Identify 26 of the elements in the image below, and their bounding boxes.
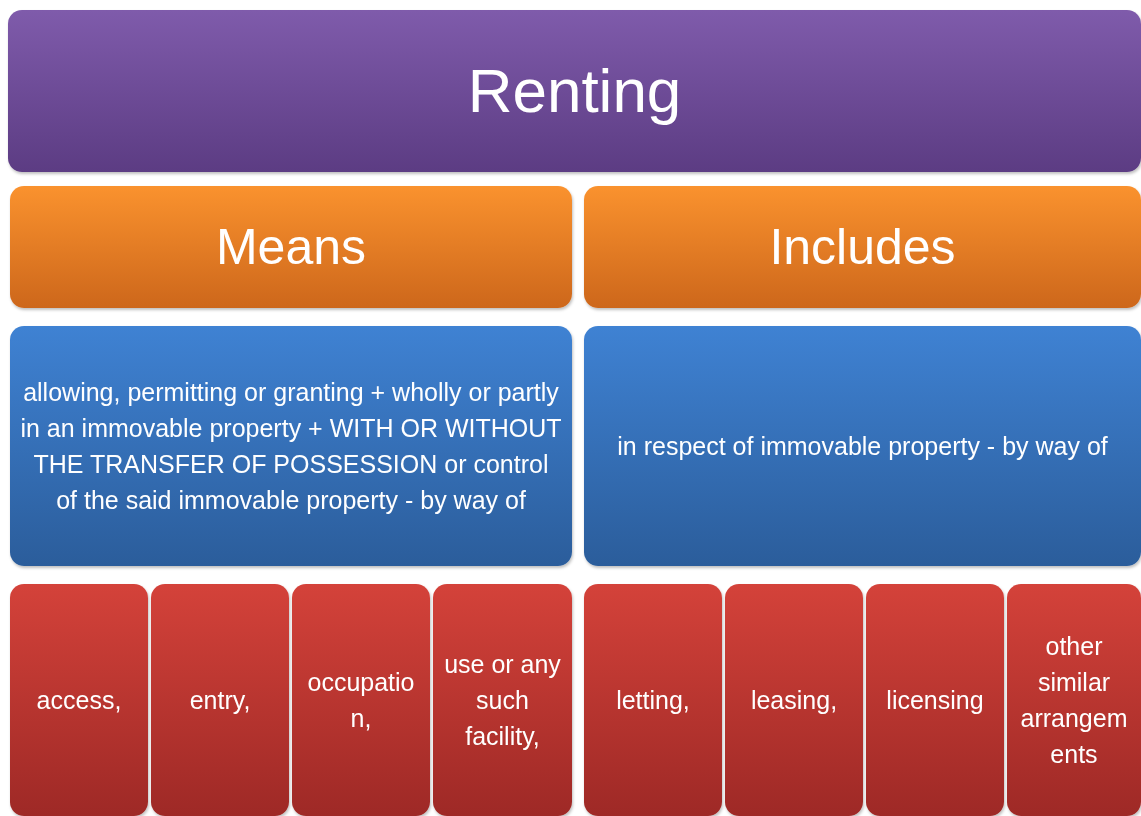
item-card <box>725 584 863 816</box>
node-text: Renting <box>467 55 682 128</box>
definition-panel <box>584 326 1141 566</box>
node-text: letting, <box>616 684 690 716</box>
item-card <box>292 584 430 816</box>
node-text: use or any such facility, <box>443 648 562 753</box>
node-text: Means <box>215 217 367 277</box>
item-card <box>151 584 289 816</box>
item-card <box>866 584 1004 816</box>
item-card <box>433 584 572 816</box>
node-text: occupation, <box>306 666 416 734</box>
definition-panel <box>10 326 572 566</box>
item-card <box>1007 584 1141 816</box>
category-header <box>584 186 1141 308</box>
item-card <box>584 584 722 816</box>
node-text: in respect of immovable property - by way of <box>617 430 1108 462</box>
node-text: Includes <box>769 217 956 277</box>
node-text: access, <box>36 684 122 716</box>
item-card <box>10 584 148 816</box>
node-text: allowing, permitting or granting + wholly or partly in an immovable property + WITH OR WITHOUT THE TRANSFER OF POSSESSION or control of the said immovable property - by way of <box>20 376 562 517</box>
node-text: entry, <box>189 684 251 716</box>
category-header <box>10 186 572 308</box>
title-banner <box>8 10 1141 172</box>
node-text: leasing, <box>750 684 838 716</box>
node-text: licensing <box>886 684 984 716</box>
node-text: other similar arrangements <box>1019 630 1129 771</box>
